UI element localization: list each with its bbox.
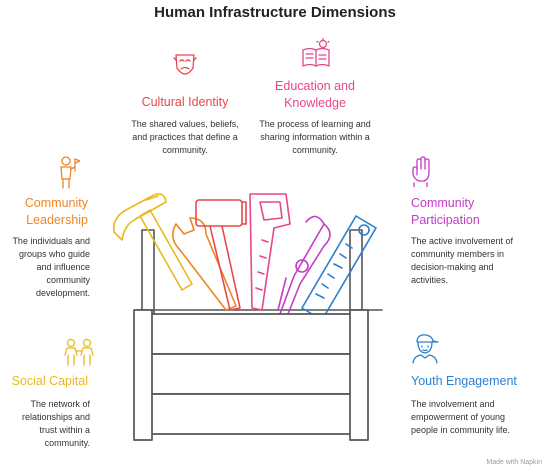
community-leadership-label: Community Leadership bbox=[24, 196, 88, 227]
community-leadership-description: The individuals and groups who guide and… bbox=[12, 236, 90, 298]
social-capital-label: Social Capital bbox=[11, 374, 88, 388]
youth-engagement-description: The involvement and empowerment of young… bbox=[411, 399, 511, 435]
education-label: Education and Knowledge bbox=[275, 79, 355, 110]
community-participation-label: Community Participation bbox=[411, 196, 480, 227]
toolbox-illustration bbox=[112, 193, 383, 441]
open-book-lightbulb-icon bbox=[302, 38, 330, 67]
napkin-watermark: Made with Napkin bbox=[486, 459, 542, 466]
page-title: Human Infrastructure Dimensions bbox=[154, 4, 396, 21]
saw-icon bbox=[249, 193, 291, 311]
level-ruler-icon bbox=[301, 215, 377, 321]
community-participation-description: The active involvement of community memb… bbox=[411, 236, 514, 285]
education-description: The process of learning and sharing info… bbox=[259, 119, 371, 155]
social-capital-description: The network of relationships and trust w… bbox=[21, 399, 90, 448]
raised-hand-icon bbox=[412, 156, 430, 187]
mallet-icon bbox=[195, 199, 247, 311]
cultural-identity-label: Cultural Identity bbox=[141, 95, 229, 109]
toolbox-front-icon bbox=[133, 309, 369, 441]
youth-engagement-label: Youth Engagement bbox=[411, 374, 517, 388]
pliers-icon bbox=[277, 215, 331, 315]
cultural-identity-description: The shared values, beliefs, and practice… bbox=[131, 119, 239, 155]
theater-mask-icon bbox=[173, 54, 197, 75]
people-network-icon bbox=[64, 338, 94, 366]
leader-flag-icon bbox=[60, 156, 80, 189]
young-person-cap-icon bbox=[412, 334, 439, 364]
hammer-icon bbox=[112, 193, 193, 291]
wrench-icon bbox=[172, 217, 237, 311]
